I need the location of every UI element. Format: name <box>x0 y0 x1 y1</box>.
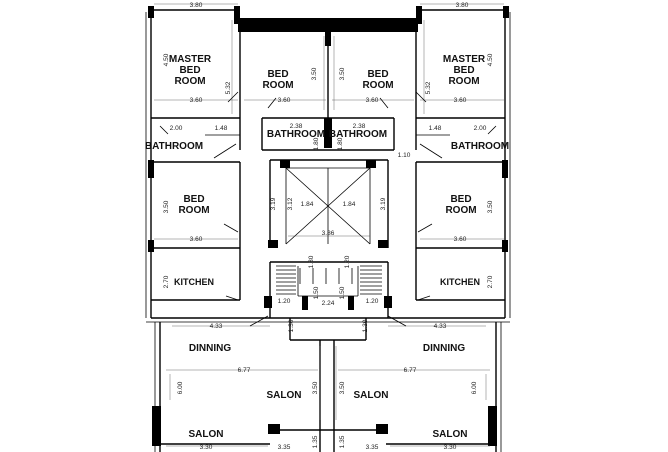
dimension-label: 3.35 <box>366 444 379 451</box>
dimension-label: 3.80 <box>190 2 203 9</box>
dimension-label: 3.50 <box>487 200 494 213</box>
room-label: MASTER <box>169 54 212 65</box>
dimension-label: 3.19 <box>380 197 387 210</box>
room-label: KITCHEN <box>174 277 214 287</box>
door-swings <box>159 91 497 327</box>
dimension-label: 3.60 <box>190 236 203 243</box>
dimension-label: 3.60 <box>190 97 203 104</box>
dimension-label: 1.35 <box>312 435 319 448</box>
room-label: ROOM <box>178 205 209 216</box>
room-label: BED <box>450 194 471 205</box>
dimension-label: 1.48 <box>429 125 442 132</box>
dimension-label: 6.00 <box>177 381 184 394</box>
dimension-label: 1.30 <box>288 319 295 332</box>
dimension-label: 6.00 <box>471 381 478 394</box>
dimension-label: 3.60 <box>454 97 467 104</box>
dimension-label: 1.35 <box>339 435 346 448</box>
room-label: BATHROOM <box>267 129 325 140</box>
room-label: ROOM <box>362 80 393 91</box>
dimension-label: 2.38 <box>290 123 303 130</box>
dimension-label: 3.50 <box>312 381 319 394</box>
dimension-label: 3.80 <box>456 2 469 9</box>
dimension-label: 2.70 <box>487 275 494 288</box>
stair-treads <box>276 265 382 297</box>
dimension-label: 3.60 <box>454 236 467 243</box>
room-label: ROOM <box>262 80 293 91</box>
dimension-label: 3.50 <box>339 67 346 80</box>
dimension-label: 1.80 <box>313 137 320 150</box>
dimension-label: 2.38 <box>353 123 366 130</box>
dimension-label: 1.84 <box>301 201 314 208</box>
dimension-labels: 3.80 3.80 4.50 5.32 4.50 5.32 3.50 3.50 … <box>163 2 494 451</box>
room-label: ROOM <box>445 205 476 216</box>
dimension-label: 3.50 <box>163 200 170 213</box>
dimension-label: 2.00 <box>170 125 183 132</box>
room-label: MASTER <box>443 54 486 65</box>
room-label: DINNING <box>189 343 231 354</box>
dimension-label: 3.30 <box>444 444 457 451</box>
dimension-label: 3.86 <box>322 230 335 237</box>
dimension-lines <box>154 3 504 447</box>
dimension-label: 1.30 <box>362 319 369 332</box>
dimension-label: 1.80 <box>337 137 344 150</box>
room-label: SALON <box>354 390 389 401</box>
room-label: BATHROOM <box>451 141 509 152</box>
room-label: BED <box>183 194 204 205</box>
room-label: BED <box>267 69 288 80</box>
room-label: ROOM <box>174 76 205 87</box>
walls <box>145 6 511 452</box>
dimension-label: 1.50 <box>313 286 320 299</box>
dimension-label: 1.50 <box>339 286 346 299</box>
dimension-label: 3.35 <box>278 444 291 451</box>
room-label: BED <box>453 65 474 76</box>
room-label: SALON <box>267 390 302 401</box>
dimension-label: 1.10 <box>398 152 411 159</box>
dimension-label: 1.30 <box>308 255 315 268</box>
dimension-label: 2.00 <box>474 125 487 132</box>
dimension-label: 3.12 <box>287 197 294 210</box>
dimension-label: 3.50 <box>339 381 346 394</box>
dimension-label: 4.33 <box>210 323 223 330</box>
dimension-label: 3.60 <box>278 97 291 104</box>
dimension-label: 2.24 <box>322 300 335 307</box>
dimension-label: 3.30 <box>200 444 213 451</box>
dimension-label: 6.77 <box>238 367 251 374</box>
room-label: ROOM <box>448 76 479 87</box>
dimension-label: 1.20 <box>366 298 379 305</box>
dimension-label: 4.50 <box>163 53 170 66</box>
dimension-label: 2.70 <box>163 275 170 288</box>
dimension-label: 5.32 <box>225 81 232 94</box>
dimension-label: 6.77 <box>404 367 417 374</box>
dimension-label: 4.33 <box>434 323 447 330</box>
room-label: BATHROOM <box>145 141 203 152</box>
dimension-label: 3.19 <box>270 197 277 210</box>
dimension-label: 4.50 <box>487 53 494 66</box>
room-label: DINNING <box>423 343 465 354</box>
room-label: SALON <box>433 429 468 440</box>
dimension-label: 1.84 <box>343 201 356 208</box>
room-label: BATHROOM <box>329 129 387 140</box>
dimension-label: 1.48 <box>215 125 228 132</box>
dimension-label: 1.20 <box>344 255 351 268</box>
dimension-label: 3.50 <box>311 67 318 80</box>
dimension-label: 5.32 <box>425 81 432 94</box>
room-label: KITCHEN <box>440 277 480 287</box>
dimension-label: 1.20 <box>278 298 291 305</box>
room-label: BED <box>179 65 200 76</box>
room-label: BED <box>367 69 388 80</box>
room-label: SALON <box>189 429 224 440</box>
dimension-label: 3.60 <box>366 97 379 104</box>
room-labels: MASTER BED ROOM BED ROOM BED ROOM MASTER… <box>145 54 509 440</box>
